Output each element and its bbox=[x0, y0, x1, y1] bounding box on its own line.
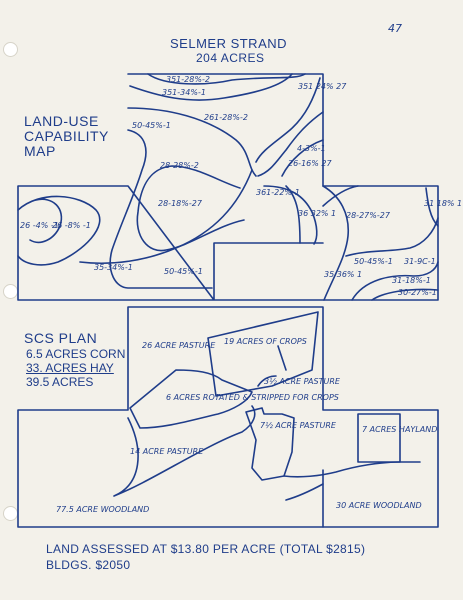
scs-plan-outline bbox=[17, 306, 439, 528]
contour-line bbox=[425, 187, 439, 227]
assessment-text: LAND ASSESSED AT $13.80 PER ACRE (TOTAL … bbox=[46, 542, 366, 556]
capability-label: 26 -8% -1 bbox=[52, 221, 91, 230]
capability-label: 50-45%-1 bbox=[164, 267, 203, 276]
section-title-capability: LAND-USE CAPABILITY MAP bbox=[24, 114, 109, 159]
plan-label: 14 ACRE PASTURE bbox=[130, 447, 204, 456]
contour-line bbox=[371, 288, 439, 301]
capability-label: 4-3%-1 bbox=[297, 144, 326, 153]
summary-line: 6.5 ACRES CORN bbox=[26, 347, 126, 361]
contour-line bbox=[127, 107, 257, 177]
capability-label: 351 24% 27 bbox=[298, 82, 347, 91]
scs-summary: 6.5 ACRES CORN 33. ACRES HAY 39.5 ACRES bbox=[26, 347, 125, 389]
capability-label: 351-28%-2 bbox=[166, 75, 210, 84]
contour-line bbox=[345, 217, 439, 257]
capability-label: 26-16% 27 bbox=[288, 159, 332, 168]
field-boundary bbox=[113, 405, 256, 497]
contour-line bbox=[17, 195, 101, 266]
capability-label: 28-18%-27 bbox=[158, 199, 203, 208]
contour-line bbox=[351, 261, 439, 301]
plan-labels: 26 ACRE PASTURE 19 ACRES OF CROPS 3½ ACR… bbox=[56, 337, 437, 514]
contour-line bbox=[322, 185, 359, 207]
capability-label: 31-18%-1 bbox=[392, 276, 431, 285]
title-line: MAP bbox=[24, 143, 56, 159]
capability-label: 26 -4% -1 bbox=[20, 221, 59, 230]
capability-label: 35 36% 1 bbox=[324, 270, 362, 279]
capability-label: 31-9C-1 bbox=[404, 257, 436, 266]
summary-line: 33. ACRES HAY bbox=[26, 361, 114, 375]
contour-line bbox=[322, 185, 349, 301]
contour-line bbox=[129, 73, 293, 101]
plan-label: 26 ACRE PASTURE bbox=[142, 341, 216, 350]
summary-line: 39.5 ACRES bbox=[26, 375, 94, 389]
contour-line bbox=[281, 139, 324, 177]
field-boundary bbox=[129, 369, 253, 429]
capability-label: 36 32% 1 bbox=[298, 209, 336, 218]
binder-hole bbox=[3, 42, 18, 57]
capability-label: 361-22%-1 bbox=[256, 188, 300, 197]
title-line: CAPABILITY bbox=[24, 128, 109, 144]
capability-label: 50-45%-1 bbox=[132, 121, 171, 130]
plan-label: 7½ ACRE PASTURE bbox=[260, 421, 337, 430]
field-boundary bbox=[357, 413, 401, 463]
contour-line bbox=[136, 165, 245, 252]
page-title: SELMER STRAND bbox=[170, 36, 288, 51]
capability-label: 31 18% 1 bbox=[424, 199, 462, 208]
capability-label: 28-28%-2 bbox=[160, 161, 199, 170]
contour-line bbox=[109, 129, 213, 289]
capability-label: 261-28%-2 bbox=[204, 113, 248, 122]
capability-label: 351-34%-1 bbox=[162, 88, 206, 97]
contour-line bbox=[257, 111, 324, 177]
total-acres: 204 ACRES bbox=[196, 51, 265, 65]
plan-label: 19 ACRES OF CROPS bbox=[224, 337, 307, 346]
capability-label: 50-45%-1 bbox=[354, 257, 393, 266]
title-line: LAND-USE bbox=[24, 113, 99, 129]
contour-line bbox=[147, 73, 306, 85]
field-boundary bbox=[285, 483, 324, 501]
field-boundary bbox=[245, 407, 295, 481]
contour-line bbox=[285, 185, 301, 244]
contour-line bbox=[29, 198, 63, 244]
plan-label: 3½ ACRE PASTURE bbox=[264, 377, 341, 386]
page-number: 47 bbox=[388, 22, 402, 35]
field-boundary bbox=[257, 375, 277, 387]
contour-line bbox=[255, 77, 321, 163]
capability-label: 28-27%-27 bbox=[346, 211, 391, 220]
capability-map-outline bbox=[17, 73, 439, 301]
section-title-scs: SCS PLAN bbox=[24, 330, 98, 346]
contour-line bbox=[263, 185, 318, 245]
field-boundary bbox=[277, 345, 287, 371]
capability-labels: 351-28%-2 351-34%-1 261-28%-2 50-45%-1 3… bbox=[20, 75, 462, 297]
plan-label: 77.5 ACRE WOODLAND bbox=[56, 505, 149, 514]
plan-label: 6 ACRES ROTATED & STRIPPED FOR CROPS bbox=[166, 393, 339, 402]
field-boundary bbox=[283, 461, 421, 478]
buildings-text: BLDGS. $2050 bbox=[46, 558, 131, 572]
plan-label: 7 ACRES HAYLAND bbox=[362, 425, 437, 434]
capability-label: 35-34%-1 bbox=[94, 263, 133, 272]
plan-label: 30 ACRE WOODLAND bbox=[336, 501, 422, 510]
field-boundary bbox=[207, 311, 319, 397]
contour-line bbox=[79, 169, 253, 265]
capability-label: 30-27%-1 bbox=[398, 288, 437, 297]
